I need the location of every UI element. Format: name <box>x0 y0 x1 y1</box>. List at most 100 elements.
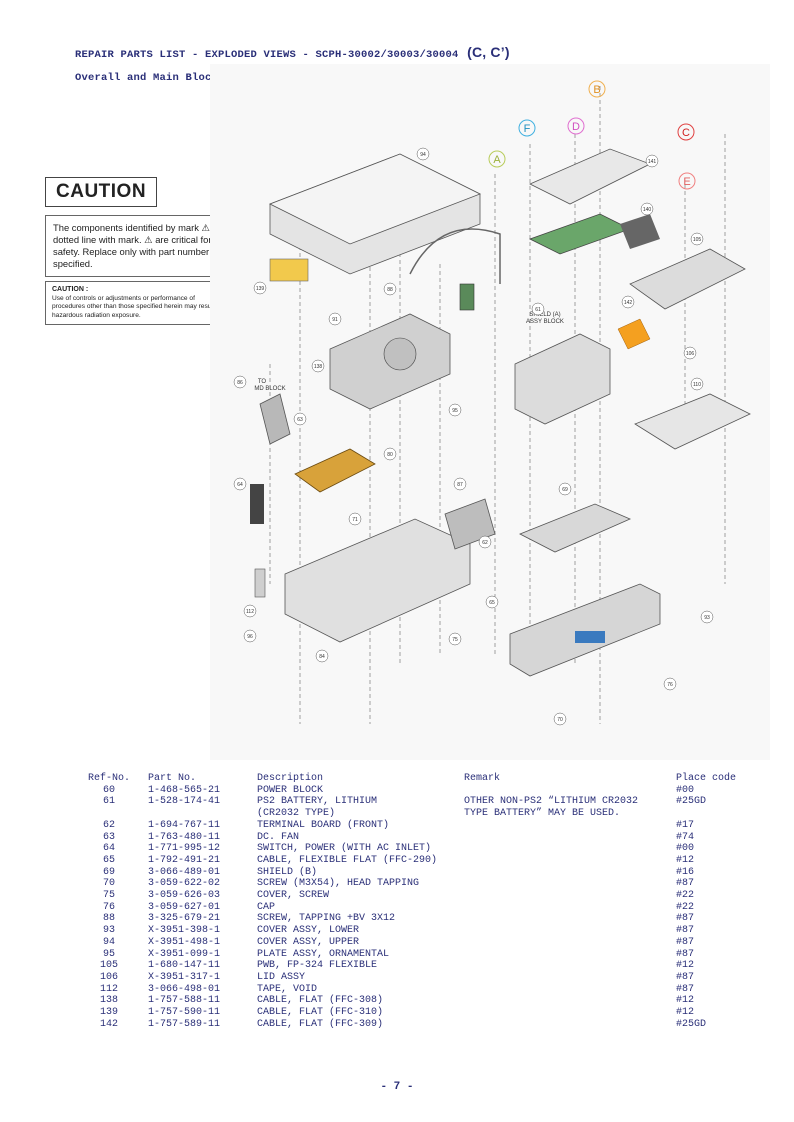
ref-no: 69 <box>102 866 115 878</box>
section-subtitle: Overall and Main Block <box>75 72 219 84</box>
col-part-no: Part No. <box>148 773 197 784</box>
diagram-letter-a: A <box>493 154 501 166</box>
caution-panel: CAUTION The components identified by mar… <box>45 177 230 326</box>
description: SCREW, TAPPING +BV 3X12 <box>257 913 396 925</box>
description: TERMINAL BOARD (FRONT) <box>257 819 390 831</box>
ref-no: 62 <box>102 819 115 831</box>
remark <box>464 820 676 832</box>
place-code: #87 <box>676 983 695 995</box>
remark <box>464 1007 676 1019</box>
place-code: #22 <box>676 901 695 913</box>
description: LID ASSY <box>257 971 306 983</box>
place-code: #74 <box>676 831 695 843</box>
col-ref-no: Ref-No. <box>87 773 130 784</box>
caution-radiation-heading: CAUTION : <box>52 286 89 293</box>
part-no: X-3951-498-1 <box>148 936 221 948</box>
remark <box>464 1019 676 1031</box>
ref-no: 64 <box>102 843 115 855</box>
callout-93: 93 <box>704 615 710 621</box>
place-code: #87 <box>676 948 695 960</box>
table-header-row: Ref-No. Part No. Description Remark Plac… <box>70 773 756 785</box>
part-no: 1-757-590-11 <box>148 1007 221 1019</box>
description: (CR2032 TYPE) <box>257 808 336 820</box>
callout-87: 87 <box>457 482 463 488</box>
caution-radiation-note: CAUTION : Use of controls or adjustments… <box>45 281 230 326</box>
callout-139: 139 <box>256 286 265 292</box>
callout-141: 141 <box>648 159 657 165</box>
ref-no: 105 <box>99 960 118 972</box>
remark <box>464 785 676 797</box>
parts-table: Ref-No. Part No. Description Remark Plac… <box>70 773 756 1030</box>
place-code: #87 <box>676 925 695 937</box>
callout-76: 76 <box>667 682 673 688</box>
place-code: #00 <box>676 784 695 796</box>
col-description: Description <box>257 773 324 784</box>
ref-no <box>70 808 148 820</box>
part-no: X-3951-099-1 <box>148 948 221 960</box>
description: CABLE, FLAT (FFC-309) <box>257 1018 384 1030</box>
part-no: 1-468-565-21 <box>148 784 221 796</box>
place-code: #12 <box>676 995 695 1007</box>
description: SCREW (M3X54), HEAD TAPPING <box>257 878 420 890</box>
ref-no: 70 <box>102 878 115 890</box>
callout-80: 80 <box>387 452 393 458</box>
callout-95: 95 <box>452 408 458 414</box>
description: CAP <box>257 901 276 913</box>
caution-safety-note: The components identified by mark ⚠ or d… <box>45 215 230 277</box>
callout-86: 86 <box>237 380 243 386</box>
callout-61: 61 <box>535 307 541 313</box>
callout-105: 105 <box>693 237 702 243</box>
callout-65: 65 <box>489 600 495 606</box>
place-code: #12 <box>676 854 695 866</box>
part-no: X-3951-398-1 <box>148 925 221 937</box>
place-code: #87 <box>676 936 695 948</box>
part-no: 1-528-174-41 <box>148 796 221 808</box>
place-code: #12 <box>676 1007 695 1019</box>
part-no: 3-066-498-01 <box>148 983 221 995</box>
ref-no: 95 <box>102 948 115 960</box>
part-no: 3-059-626-03 <box>148 890 221 902</box>
diagram-letter-d: D <box>572 121 580 133</box>
table-row: 95 X-3951-099-1 PLATE ASSY, ORNAMENTAL #87 <box>70 949 756 961</box>
description: PLATE ASSY, ORNAMENTAL <box>257 948 390 960</box>
part-no: X-3951-317-1 <box>148 971 221 983</box>
ref-no: 138 <box>99 995 118 1007</box>
callout-94: 94 <box>420 152 426 158</box>
caution-radiation-text: Use of controls or adjustments or perfor… <box>52 294 222 319</box>
remark <box>464 902 676 914</box>
description: CABLE, FLEXIBLE FLAT (FFC-290) <box>257 854 438 866</box>
description: SWITCH, POWER (WITH AC INLET) <box>257 843 432 855</box>
part-no: 1-680-147-11 <box>148 960 221 972</box>
diagram-letter-b: B <box>593 84 600 96</box>
place-code: #25GD <box>676 1018 707 1030</box>
label-shield-a-assy: ASSY BLOCK <box>526 319 564 325</box>
table-row: (CR2032 TYPE) TYPE BATTERY” MAY BE USED. <box>70 808 756 820</box>
description: TAPE, VOID <box>257 983 318 995</box>
remark <box>464 855 676 867</box>
callout-112: 112 <box>246 609 254 615</box>
place-code: #12 <box>676 960 695 972</box>
description: COVER ASSY, UPPER <box>257 936 360 948</box>
remark <box>464 925 676 937</box>
part-no: 3-059-622-02 <box>148 878 221 890</box>
part-no: 1-792-491-21 <box>148 854 221 866</box>
place-code: #25GD <box>676 796 707 808</box>
remark <box>464 937 676 949</box>
remark <box>464 913 676 925</box>
callout-71: 71 <box>352 517 358 523</box>
exploded-view-diagram: A B C D E F SHIELD (A) ASSY BLOCK TO MD … <box>210 64 770 760</box>
remark: TYPE BATTERY” MAY BE USED. <box>464 808 621 820</box>
page-title: REPAIR PARTS LIST - EXPLODED VIEWS - SCP… <box>75 44 510 61</box>
ref-no: 106 <box>99 971 118 983</box>
callout-142: 142 <box>624 300 633 306</box>
